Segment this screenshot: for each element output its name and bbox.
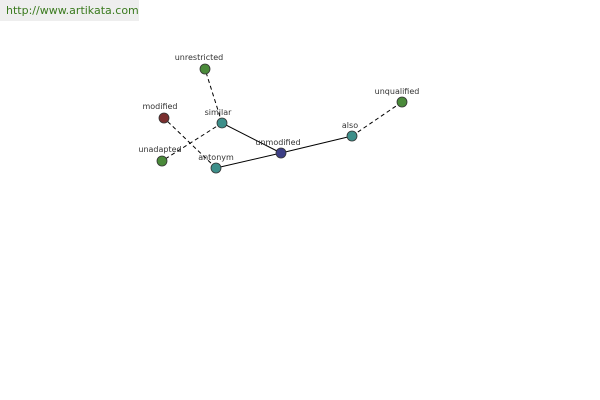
edge-also-unqualified: [351, 101, 403, 137]
node-label-modified: modified: [142, 102, 177, 111]
edge-unmodified-antonym: [215, 152, 282, 169]
node-label-antonym: antonym: [198, 153, 234, 162]
nodes-layer: unmodified similar antonym also unrestricted…: [138, 53, 420, 174]
source-url-banner[interactable]: http://www.artikata.com: [0, 0, 139, 21]
edge-similar-unadapted: [161, 122, 223, 162]
edge-unmodified-also: [280, 135, 353, 154]
edge-similar-unrestricted: [204, 68, 223, 124]
node-label-also: also: [342, 121, 358, 130]
edges-layer: [161, 68, 403, 169]
node-label-unqualified: unqualified: [375, 87, 420, 96]
node-label-unadapted: unadapted: [138, 145, 181, 154]
node-unmodified[interactable]: [275, 147, 287, 159]
node-unrestricted[interactable]: [199, 63, 211, 75]
node-also[interactable]: [346, 130, 358, 142]
node-unqualified[interactable]: [396, 96, 408, 108]
node-label-similar: similar: [205, 108, 233, 117]
node-label-unrestricted: unrestricted: [175, 53, 224, 62]
node-modified[interactable]: [158, 112, 170, 124]
node-unadapted[interactable]: [156, 155, 168, 167]
node-label-unmodified: unmodified: [255, 138, 300, 147]
edge-antonym-modified: [163, 117, 217, 169]
edge-unmodified-similar: [221, 122, 282, 154]
node-similar[interactable]: [216, 117, 228, 129]
node-antonym[interactable]: [210, 162, 222, 174]
